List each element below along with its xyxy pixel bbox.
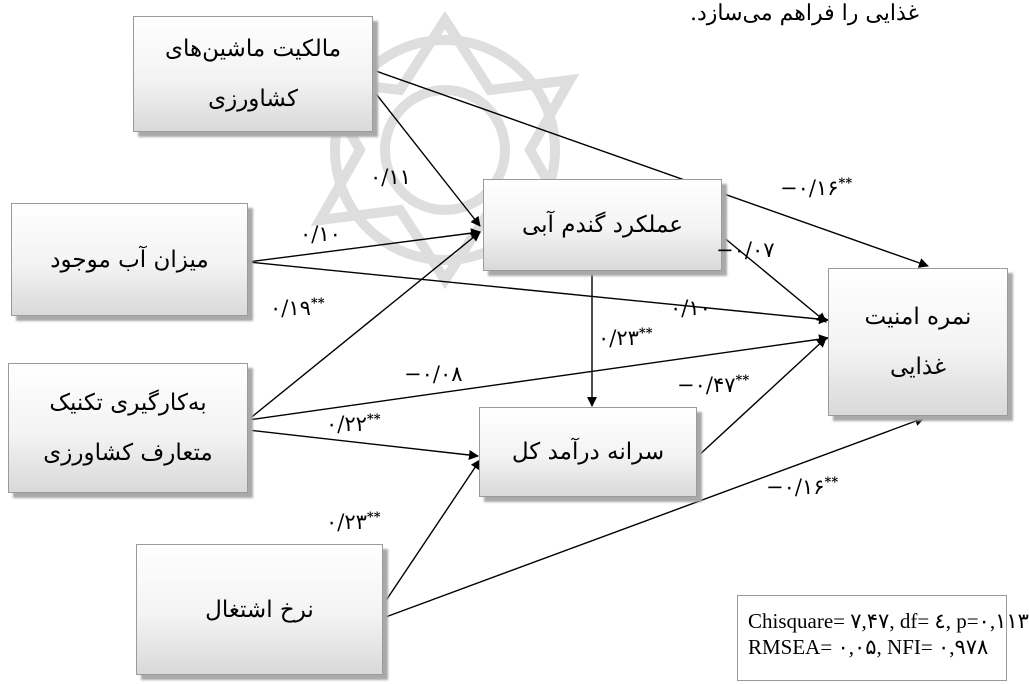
coef-technique-yield: ۰/۱۹** <box>270 296 325 320</box>
node-machinery-line1: مالکیت ماشین‌های <box>164 36 342 62</box>
arrow-technique-yield <box>247 231 481 421</box>
node-machinery-line2: کشاورزی <box>208 86 298 112</box>
coef-yield-income: ۰/۲۳** <box>598 326 653 350</box>
coef-technique-income: ۰/۲۲** <box>326 412 381 436</box>
node-per-capita-income: سرانه درآمد کل <box>479 407 697 497</box>
fit-stats-line1: Chisquare= ۷,۴۷, df= ٤, p=۰,۱۱۳ <box>748 609 1029 633</box>
coef-machinery-food: −۰/۱۶** <box>780 176 853 200</box>
arrow-employment-income <box>382 459 481 606</box>
node-water-available: میزان آب موجود <box>11 203 248 316</box>
node-water-line1: میزان آب موجود <box>50 246 209 273</box>
arrow-yield-food <box>721 235 827 323</box>
node-yield-line1: عملکرد گندم آبی <box>521 212 684 238</box>
node-technique-line1: به‌کارگیری تکنیک <box>49 390 207 416</box>
node-income-line1: سرانه درآمد کل <box>511 439 665 465</box>
arrow-technique-food <box>247 334 829 421</box>
coef-water-food: ۰/۱۰ <box>670 296 711 320</box>
node-technique-line2: متعارف کشاورزی <box>43 440 213 466</box>
arrow-water-food <box>247 261 829 325</box>
coef-employment-food: −۰/۱۶** <box>766 475 839 499</box>
node-wheat-yield: عملکرد گندم آبی <box>483 179 722 271</box>
node-conventional-technique: به‌کارگیری تکنیک متعارف کشاورزی <box>8 363 248 493</box>
arrow-machinery-food <box>372 69 929 268</box>
node-employment-line1: نرخ اشتغال <box>205 596 314 623</box>
fit-statistics-box: Chisquare= ۷,۴۷, df= ٤, p=۰,۱۱۳ RMSEA= ۰… <box>737 595 1029 681</box>
fit-stats-line2: RMSEA= ۰,۰۵, NFI= ۰,۹۷۸ <box>748 635 989 659</box>
coef-income-food: −۰/۴۷** <box>677 373 750 397</box>
node-food-line1: نمره امنیت <box>864 304 972 330</box>
coef-yield-food: −۰/۰۷ <box>716 238 775 262</box>
node-food-security-score: نمره امنیت غذایی <box>828 268 1008 416</box>
coef-water-yield: ۰/۱۰ <box>300 222 341 246</box>
arrow-machinery-yield <box>372 89 481 227</box>
arrow-technique-income <box>247 429 479 460</box>
node-machinery-ownership: مالکیت ماشین‌های کشاورزی <box>133 16 373 132</box>
arrow-income-food <box>696 337 827 458</box>
coef-machinery-yield: ۰/۱۱ <box>370 165 411 189</box>
coef-employment-income: ۰/۲۳** <box>326 510 381 534</box>
node-employment-rate: نرخ اشتغال <box>136 544 383 675</box>
arrow-water-yield <box>247 228 481 263</box>
header-text: غذایی را فراهم می‌سازد. <box>690 1 920 26</box>
coef-technique-food: −۰/۰۸ <box>404 362 463 386</box>
arrow-employment-food <box>382 416 925 619</box>
node-food-line2: غذایی <box>889 354 947 380</box>
